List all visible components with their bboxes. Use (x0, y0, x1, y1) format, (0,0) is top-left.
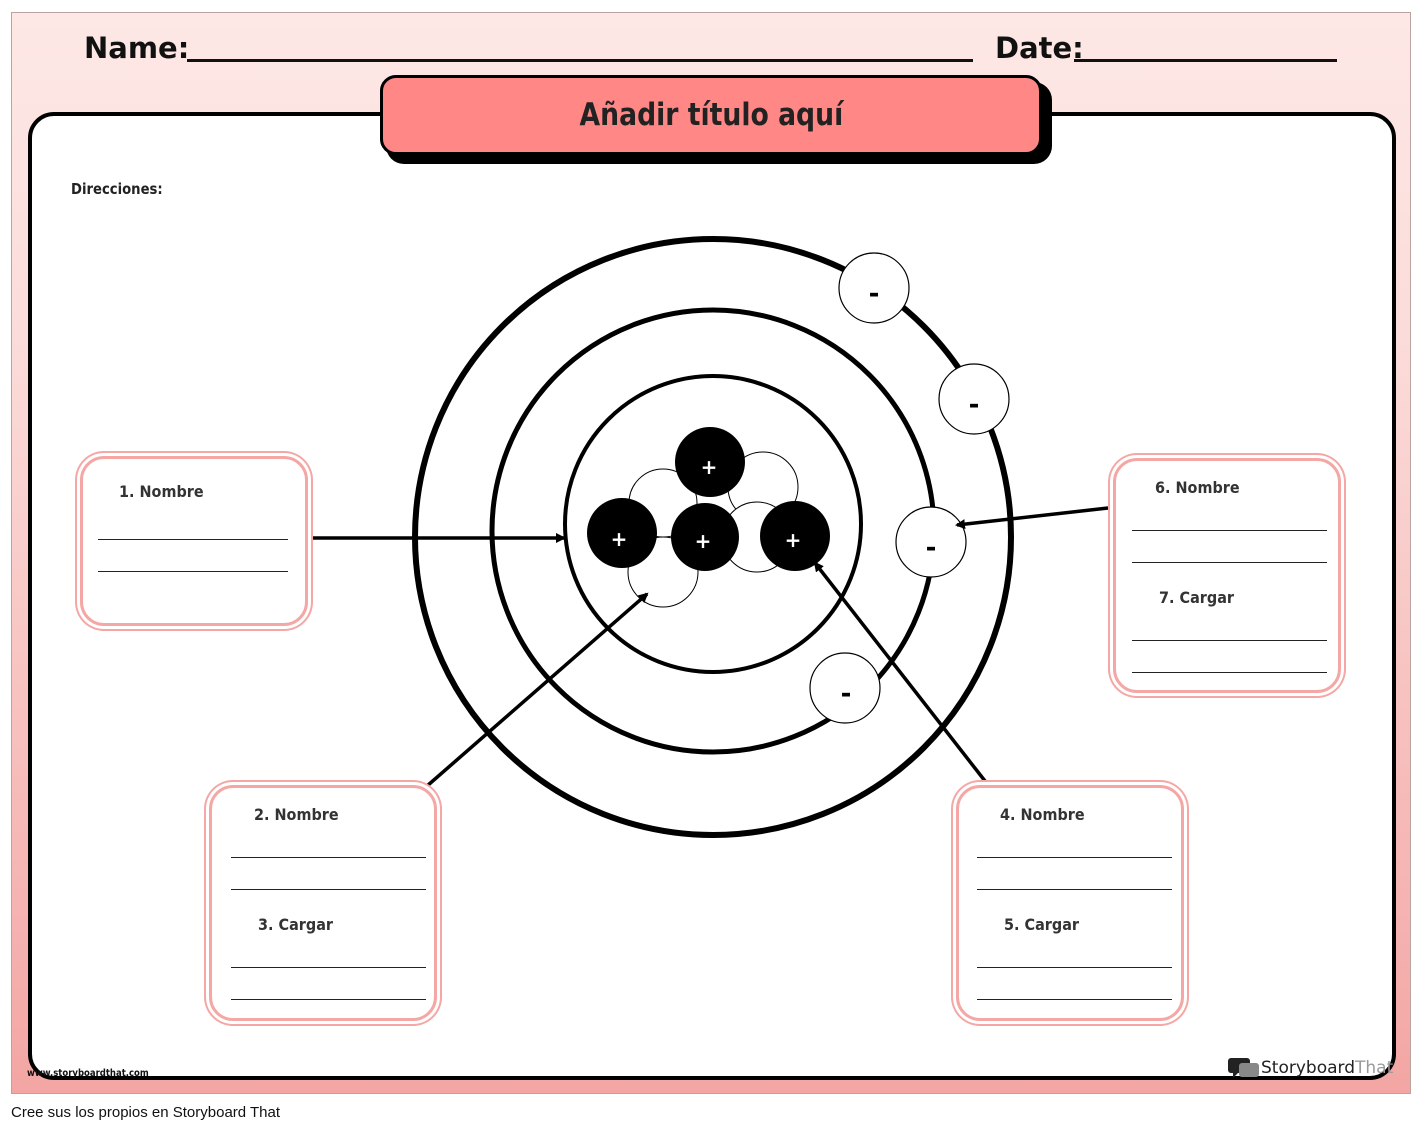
footer-text: Cree sus los propios en Storyboard That (11, 1104, 281, 1121)
arrow-to-neutron (425, 592, 649, 788)
label-charge-3: 3. Cargar (258, 915, 334, 934)
electron (895, 506, 967, 578)
electron-sign: - (841, 679, 852, 709)
answer-line[interactable] (98, 571, 288, 572)
answer-line[interactable] (231, 967, 426, 968)
answer-line[interactable] (231, 889, 426, 890)
proton (587, 498, 657, 568)
label-box-2[interactable] (209, 785, 437, 1021)
directions-label: Direcciones: (71, 180, 163, 198)
answer-line[interactable] (1132, 562, 1327, 563)
answer-line[interactable] (231, 857, 426, 858)
arrow-to-proton (813, 561, 987, 783)
name-line[interactable] (187, 59, 973, 62)
answer-line[interactable] (231, 999, 426, 1000)
date-label: Date: (995, 31, 1084, 65)
proton-sign: + (701, 455, 718, 479)
proton (671, 503, 739, 571)
answer-line[interactable] (977, 889, 1172, 890)
label-name-1: 1. Nombre (119, 482, 204, 501)
label-box-3[interactable] (956, 785, 1184, 1021)
label-name-6: 6. Nombre (1155, 478, 1240, 497)
orbit-inner (563, 374, 863, 674)
page-title: Añadir título aquí (579, 97, 843, 133)
answer-line[interactable] (98, 539, 288, 540)
label-name-4: 4. Nombre (1000, 805, 1085, 824)
label-box-1[interactable] (80, 456, 308, 626)
answer-line[interactable] (977, 999, 1172, 1000)
date-line[interactable] (1074, 59, 1337, 62)
electron-sign: - (869, 279, 880, 309)
arrow-to-electron (955, 506, 1109, 530)
answer-line[interactable] (977, 857, 1172, 858)
answer-line[interactable] (1132, 672, 1327, 673)
electron (809, 652, 881, 724)
speech-bubble-icon (1228, 1058, 1259, 1078)
proton-sign: + (695, 529, 712, 553)
answer-line[interactable] (1132, 530, 1327, 531)
label-name-2: 2. Nombre (254, 805, 339, 824)
watermark-url: www.storyboardthat.com (27, 1068, 149, 1079)
label-box-4[interactable] (1113, 458, 1341, 693)
electron (938, 363, 1010, 435)
name-label: Name: (84, 31, 190, 65)
answer-line[interactable] (977, 967, 1172, 968)
proton (675, 427, 745, 497)
electron-sign: - (969, 390, 980, 420)
label-charge-5: 5. Cargar (1004, 915, 1080, 934)
electron (838, 252, 910, 324)
proton (760, 501, 830, 571)
title-box[interactable]: Añadir título aquí (380, 75, 1042, 155)
brand-logo: StoryboardThat (1227, 1056, 1393, 1080)
answer-line[interactable] (1132, 640, 1327, 641)
proton-sign: + (785, 528, 802, 552)
brand-name: StoryboardThat (1261, 1058, 1394, 1078)
proton-sign: + (611, 527, 628, 551)
label-charge-7: 7. Cargar (1159, 588, 1235, 607)
electron-sign: - (926, 533, 937, 563)
